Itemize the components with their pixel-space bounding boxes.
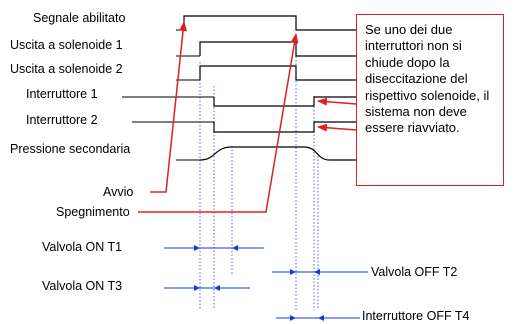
timing-guides <box>199 46 319 310</box>
interval-t2-arrow-right <box>314 269 320 275</box>
interval-t3-arrow-right <box>214 285 220 291</box>
timing-label-t4: Interruttore OFF T4 <box>362 309 470 323</box>
wave-int1 <box>213 96 356 107</box>
wave-uscita1 <box>199 41 356 57</box>
wave-segnale <box>183 15 356 31</box>
note-arrow-2 <box>317 123 357 132</box>
start-marker <box>150 21 188 193</box>
timing-intervals <box>164 245 368 321</box>
wave-uscita2 <box>199 65 356 81</box>
interval-t3-arrow-left <box>194 285 200 291</box>
interval-t4-arrow-right <box>318 315 324 321</box>
waveforms <box>183 15 356 161</box>
signal-label-int2: Interruttore 2 <box>26 113 98 127</box>
signal-label-segnale: Segnale abilitato <box>33 11 126 25</box>
signal-label-uscita2: Uscita a solenoide 2 <box>10 62 123 76</box>
signal-label-uscita1: Uscita a solenoide 1 <box>10 38 123 52</box>
event-label-start: Avvio <box>103 185 134 199</box>
wave-int2 <box>213 121 356 133</box>
interval-t2-arrow-left <box>290 269 296 275</box>
timing-label-t3: Valvola ON T3 <box>42 279 123 293</box>
timing-label-t1: Valvola ON T1 <box>42 240 123 254</box>
interval-t1-arrow-left <box>194 245 200 251</box>
signal-label-int1: Interruttore 1 <box>26 87 98 101</box>
note-box: Se uno dei due interruttori non si chiud… <box>356 14 504 186</box>
event-label-stop: Spegnimento <box>56 205 130 219</box>
event-markers <box>138 21 357 213</box>
interval-t4-arrow-left <box>290 315 296 321</box>
signal-label-pressione: Pressione secondaria <box>10 142 131 156</box>
timing-label-t2: Valvola OFF T2 <box>371 265 458 279</box>
signal-leaders <box>122 29 214 161</box>
wave-pressione <box>199 146 356 161</box>
interval-t1-arrow-right <box>232 245 238 251</box>
note-arrow-1 <box>317 97 357 106</box>
stop-marker <box>138 33 299 213</box>
